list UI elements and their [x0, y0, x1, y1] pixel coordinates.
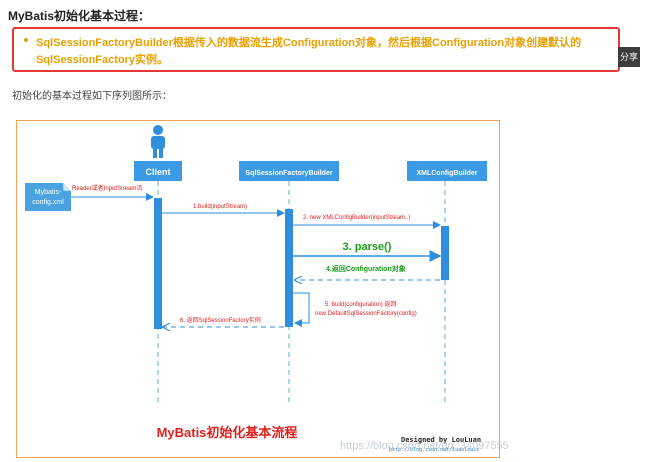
message-5-label-line2: new DefaultSqlSessionFactory(config) — [315, 311, 417, 317]
message-5-label-line1: 5. build(configuration) 返回 — [325, 301, 396, 308]
activation-client — [154, 198, 162, 329]
sequence-diagram: Client SqlSessionFactoryBuilder XMLConfi… — [16, 120, 500, 458]
message-1-label: 1.build(inputStream) — [193, 204, 247, 210]
message-5-arrow — [293, 292, 310, 327]
participant-xmlconfig-box — [407, 161, 487, 181]
callout-text: SqlSessionFactoryBuilder根据传入的数据流生成Config… — [36, 37, 582, 66]
participant-builder-label: SqlSessionFactoryBuilder — [245, 170, 332, 177]
message-2-label: 2. new XMLConfigBuilder(inputStream..) — [303, 215, 410, 221]
reader-label: Reader或者InputStream流 — [72, 184, 142, 192]
intro-text: 初始化的基本过程如下序列图所示： — [12, 91, 172, 102]
message-3-label: 3. parse() — [343, 241, 392, 253]
participant-client-box — [134, 161, 182, 181]
actor-icon — [151, 125, 165, 158]
activation-builder — [285, 209, 293, 327]
section-heading: MyBatis初始化基本过程： — [8, 9, 151, 23]
credit-line2: http://blog.csdn.net/luanlouis — [389, 447, 479, 453]
participant-client-label: Client — [145, 167, 170, 177]
file-note-line1: Mybatis- — [35, 189, 62, 196]
participant-builder-box — [239, 161, 339, 181]
watermark-text: https://blog.csdn.net/qq_34097555 — [340, 440, 509, 452]
config-file-note — [25, 183, 71, 211]
credit-line1: Designed by LouLuan — [401, 436, 481, 444]
message-6-label: 6. 返回SqlSessionFactory实例 — [180, 316, 261, 324]
highlight-callout: SqlSessionFactoryBuilder根据传入的数据流生成Config… — [12, 27, 620, 72]
participant-xmlconfig-label: XMLConfigBuilder — [416, 170, 477, 177]
message-4-label: 4.返回Configuration对象 — [326, 264, 406, 273]
diagram-title: MyBatis初始化基本流程 — [157, 425, 298, 440]
bullet-icon — [24, 38, 28, 42]
share-button[interactable]: 分享 — [618, 47, 640, 67]
activation-xmlconfig — [441, 226, 449, 280]
file-note-line2: config.xml — [32, 199, 64, 206]
